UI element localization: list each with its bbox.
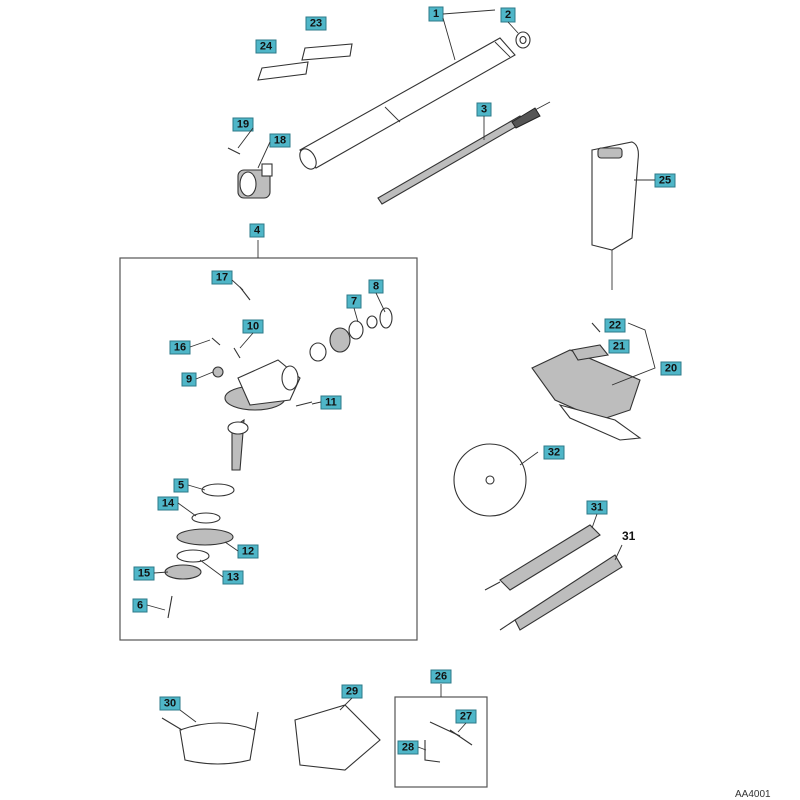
callout-1-label: 1 [433, 8, 439, 20]
callout-5: 5 [173, 478, 189, 493]
tool-bag [294, 704, 381, 771]
callout-14-label: 14 [162, 498, 175, 510]
callout-10-label: 10 [247, 321, 259, 333]
blade-guard [531, 349, 642, 441]
callout-7-label: 7 [351, 296, 357, 308]
callout-30-label: 30 [164, 698, 176, 710]
brush-blade-upper [484, 524, 601, 591]
small-screws [211, 286, 313, 407]
saw-blade [453, 443, 539, 517]
bearing-parts [309, 307, 393, 362]
callout-17-label: 17 [216, 272, 228, 284]
callout-25-label: 25 [659, 175, 671, 187]
callout-31: 31 [586, 500, 608, 515]
callout-9-label: 9 [186, 374, 192, 386]
safety-goggles [161, 711, 259, 765]
callout-25: 25 [654, 173, 676, 188]
callout-13: 13 [222, 570, 244, 585]
spindle [227, 418, 249, 471]
shaft-tube [299, 37, 516, 170]
gear-housing [224, 359, 301, 411]
washer-stack [164, 483, 235, 619]
callout-8: 8 [368, 279, 384, 294]
callout-4: 4 [249, 223, 265, 238]
callout-18: 18 [269, 133, 291, 148]
callout-8-label: 8 [373, 281, 379, 293]
gearcase-assembly-box [119, 257, 418, 641]
guard-bracket [571, 322, 610, 361]
callout-32: 32 [543, 445, 565, 460]
callout-29-label: 29 [346, 686, 358, 698]
callout-11: 11 [320, 395, 342, 410]
brush-blade-lower [499, 554, 623, 631]
callout-30: 30 [159, 696, 181, 711]
callout-2-label: 2 [505, 9, 511, 21]
callout-29: 29 [341, 684, 363, 699]
callout-3-label: 3 [481, 104, 487, 116]
callout-14: 14 [157, 496, 179, 511]
callout-23-label: 23 [310, 18, 322, 30]
callout-12-label: 12 [242, 546, 254, 558]
callout-3: 3 [476, 102, 492, 117]
callout-16-label: 16 [174, 342, 186, 354]
callout-15-label: 15 [138, 568, 150, 580]
callout-12: 12 [237, 544, 259, 559]
decal-23 [301, 43, 353, 61]
callout-5-label: 5 [178, 480, 184, 492]
tool-kit-parts [424, 721, 473, 763]
callout-21-label: 21 [613, 341, 625, 353]
callout-1: 1 [428, 6, 444, 22]
callout-24: 24 [255, 39, 277, 54]
callout-23: 23 [305, 16, 327, 31]
callout-22: 22 [604, 318, 626, 333]
callout-16: 16 [169, 340, 191, 355]
decal-24 [257, 61, 309, 81]
callout-7: 7 [346, 294, 362, 309]
callout-21: 21 [608, 339, 630, 354]
callout-20-label: 20 [665, 363, 677, 375]
drive-shaft [377, 101, 551, 205]
callout-9: 9 [181, 372, 197, 387]
callout-26: 26 [430, 669, 452, 684]
shoulder-harness [591, 141, 639, 290]
callout-22-label: 22 [609, 320, 621, 332]
clamp-part [237, 163, 273, 199]
washer-part [515, 31, 531, 49]
callout-31-label: 31 [591, 502, 603, 514]
callout-27-label: 27 [460, 711, 472, 723]
callout-28-label: 28 [402, 742, 414, 754]
callout-19-label: 19 [237, 119, 249, 131]
callout-10: 10 [242, 319, 264, 334]
leader-lines [146, 9, 655, 751]
drawing-code: AA4001 [735, 789, 771, 800]
callout-24-label: 24 [260, 41, 273, 53]
callout-28: 28 [397, 740, 419, 755]
callout-15: 15 [133, 566, 155, 581]
callout-19: 19 [232, 117, 254, 132]
callout-13-label: 13 [227, 572, 239, 584]
callout-2: 2 [500, 7, 516, 23]
callout-18-label: 18 [274, 135, 286, 147]
bolt-part [227, 147, 241, 155]
callout-27: 27 [455, 709, 477, 724]
callout-26-label: 26 [435, 671, 447, 683]
callout-6: 6 [132, 598, 148, 613]
callout-6-label: 6 [137, 600, 143, 612]
callout-32-label: 32 [548, 447, 560, 459]
callout-20: 20 [660, 361, 682, 376]
callout-4-label: 4 [254, 225, 261, 237]
label-31-plain: 31 [622, 529, 636, 543]
callout-17: 17 [211, 270, 233, 285]
callout-11-label: 11 [325, 397, 337, 409]
